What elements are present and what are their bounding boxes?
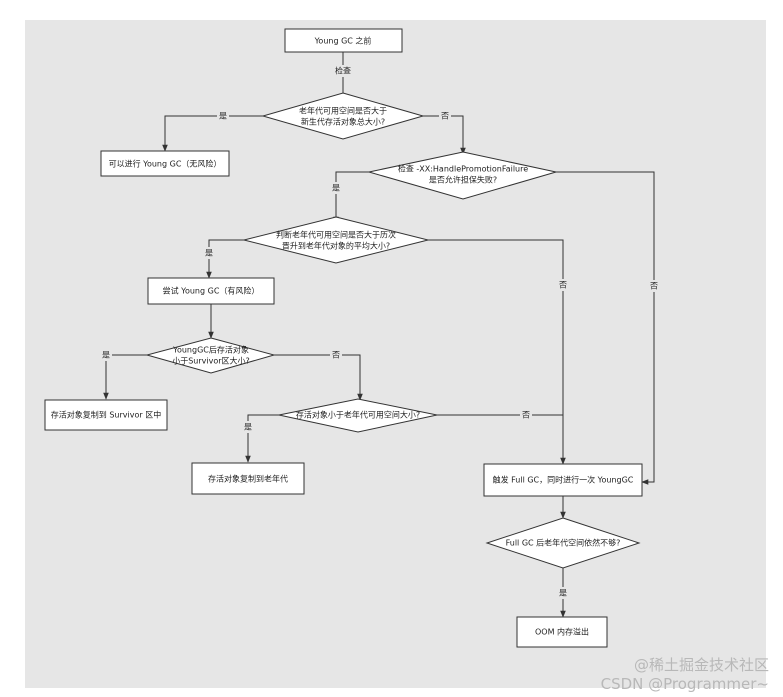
check-old-space-label: 存活对象小于老年代可用空间大小? bbox=[296, 410, 420, 420]
watermark-juejin: @稀土掘金技术社区 bbox=[633, 656, 769, 674]
check-handle-promotion-line1: 检查 -XX:HandlePromotionFailure bbox=[398, 164, 528, 174]
copy-to-old-label: 存活对象复制到老年代 bbox=[208, 474, 288, 484]
young-gc-before-label: Young GC 之前 bbox=[314, 36, 372, 46]
edge-label-no-5: 否 bbox=[522, 411, 530, 420]
edge-label-yes-5: 是 bbox=[244, 423, 252, 432]
safe-young-gc-box bbox=[100, 150, 230, 177]
full-gc-label: 触发 Full GC，同时进行一次 YoungGC bbox=[493, 475, 634, 485]
check-after-full-gc-diamond bbox=[485, 517, 641, 569]
check-handle-promotion-diamond bbox=[368, 151, 557, 200]
edge-label-no-1: 否 bbox=[441, 112, 449, 121]
try-young-gc-box bbox=[147, 277, 275, 305]
try-young-gc-label: 尝试 Young GC（有风险） bbox=[163, 286, 260, 296]
copy-to-survivor-label: 存活对象复制到 Survivor 区中 bbox=[51, 410, 161, 420]
check-avg-promotion-line1: 判断老年代可用空间是否大于历次 bbox=[276, 230, 396, 240]
check-survivor-line1: YoungGC后存活对象 bbox=[172, 345, 249, 355]
copy-to-survivor-box bbox=[44, 399, 168, 431]
edge-label-no-4: 否 bbox=[332, 351, 340, 360]
edge-label-no-2: 否 bbox=[650, 282, 658, 291]
edge-old-space-yes bbox=[245, 414, 279, 463]
edge-handle-yes bbox=[333, 171, 369, 224]
check-old-vs-young-diamond bbox=[261, 92, 425, 140]
edge-label-yes-2: 是 bbox=[332, 184, 340, 193]
edge-survivor-no bbox=[274, 354, 363, 401]
check-old-vs-young-line2: 新生代存活对象总大小? bbox=[301, 117, 385, 127]
check-survivor-diamond bbox=[145, 337, 276, 374]
oom-box bbox=[516, 616, 608, 648]
young-gc-before-box bbox=[284, 28, 403, 53]
safe-young-gc-label: 可以进行 Young GC（无风险） bbox=[109, 159, 222, 169]
check-survivor-line2: 小于Survivor区大小? bbox=[172, 356, 250, 366]
check-avg-promotion-diamond bbox=[243, 216, 429, 264]
oom-label: OOM 内存溢出 bbox=[535, 627, 589, 637]
check-avg-promotion-line2: 晋升到老年代对象的平均大小? bbox=[282, 241, 390, 251]
copy-to-old-box bbox=[191, 462, 305, 495]
check-old-vs-young-line1: 老年代可用空间是否大于 bbox=[299, 106, 387, 116]
edge-handle-no bbox=[556, 171, 655, 485]
full-gc-box bbox=[483, 463, 643, 497]
edge-label-yes-4: 是 bbox=[102, 351, 110, 360]
edge-avg-yes bbox=[206, 239, 244, 279]
edge-check1-yes bbox=[162, 115, 263, 152]
edge-label-no-3: 否 bbox=[559, 281, 567, 290]
edge-label-check: 检查 bbox=[335, 66, 351, 76]
edge-label-yes-6: 是 bbox=[559, 589, 567, 598]
edge-label-yes-3: 是 bbox=[205, 249, 213, 258]
edge-avg-no bbox=[428, 239, 566, 465]
edge-check1-no bbox=[423, 115, 466, 155]
edge-old-space-no bbox=[437, 414, 564, 464]
check-handle-promotion-line2: 是否允许担保失败? bbox=[429, 175, 497, 185]
edge-label-yes-1: 是 bbox=[219, 112, 227, 121]
watermark-csdn: CSDN @Programmer~ bbox=[600, 675, 769, 693]
diagram-background bbox=[25, 20, 766, 688]
check-after-full-gc-label: Full GC 后老年代空间依然不够? bbox=[506, 538, 621, 548]
check-old-space-diamond bbox=[278, 398, 438, 433]
